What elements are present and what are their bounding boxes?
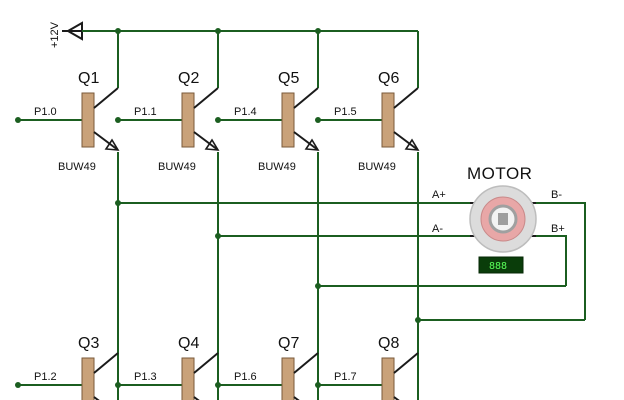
supply-symbol: +12V <box>49 21 83 48</box>
input-label: P1.3 <box>134 371 157 383</box>
wire-b-minus-run <box>536 202 586 320</box>
emitter-arrow <box>304 138 320 151</box>
motor: MOTOR A+ A- B- B+ 888 <box>432 164 565 274</box>
transistor-body <box>181 92 195 148</box>
input-terminal <box>215 117 221 123</box>
emitter-arrow <box>104 138 120 151</box>
junction <box>115 28 121 34</box>
part-number: BUW49 <box>158 161 196 173</box>
terminal-a-plus: A+ <box>432 189 446 201</box>
emitter-lead <box>93 131 119 151</box>
transistor-label: Q8 <box>378 335 399 352</box>
junction <box>115 200 121 206</box>
collector-lead <box>293 352 319 374</box>
junction <box>315 283 321 289</box>
motor-title: MOTOR <box>467 164 532 183</box>
transistor-body <box>381 92 395 148</box>
motor-display-readout: 888 <box>489 261 507 272</box>
transistor-label: Q4 <box>178 335 199 352</box>
junction <box>215 233 221 239</box>
junction <box>215 28 221 34</box>
input-terminal <box>115 382 121 388</box>
transistor-body <box>381 357 395 400</box>
emitter-lead <box>193 131 219 151</box>
transistor-body <box>81 357 95 400</box>
emitter-arrow <box>404 138 420 151</box>
transistor-body <box>281 357 295 400</box>
input-label: P1.0 <box>34 106 57 118</box>
part-number: BUW49 <box>358 161 396 173</box>
terminal-b-plus: B+ <box>551 223 565 235</box>
wire-b-plus-run <box>536 235 567 286</box>
input-terminal <box>215 382 221 388</box>
input-terminal <box>15 117 21 123</box>
input-terminal <box>315 382 321 388</box>
emitter-lead <box>293 131 319 151</box>
collector-lead <box>93 87 119 109</box>
input-label: P1.1 <box>134 106 157 118</box>
input-label: P1.7 <box>334 371 357 383</box>
transistor-body <box>281 92 295 148</box>
input-terminal <box>115 117 121 123</box>
collector-lead <box>293 87 319 109</box>
collector-lead <box>393 352 419 374</box>
part-number: BUW49 <box>58 161 96 173</box>
input-label: P1.4 <box>234 106 257 118</box>
supply-label: +12V <box>49 21 61 48</box>
input-label: P1.5 <box>334 106 357 118</box>
collector-lead <box>193 352 219 374</box>
motor-display <box>478 256 524 274</box>
transistor-body <box>181 357 195 400</box>
terminal-b-minus: B- <box>551 189 562 201</box>
input-label: P1.6 <box>234 371 257 383</box>
input-terminal <box>315 117 321 123</box>
collector-lead <box>193 87 219 109</box>
junction <box>415 317 421 323</box>
transistor-label: Q3 <box>78 335 99 352</box>
transistor-label: Q6 <box>378 70 399 87</box>
input-label: P1.2 <box>34 371 57 383</box>
input-terminal <box>15 382 21 388</box>
transistor-body <box>81 92 95 148</box>
collector-lead <box>93 352 119 374</box>
emitter-arrow <box>204 138 220 151</box>
part-number: BUW49 <box>258 161 296 173</box>
transistor-label: Q7 <box>278 335 299 352</box>
emitter-lead <box>393 131 419 151</box>
transistor-label: Q2 <box>178 70 199 87</box>
transistor-label: Q1 <box>78 70 99 87</box>
transistor-label: Q5 <box>278 70 299 87</box>
junction <box>315 28 321 34</box>
collector-lead <box>393 87 419 109</box>
terminal-a-minus: A- <box>432 223 443 235</box>
